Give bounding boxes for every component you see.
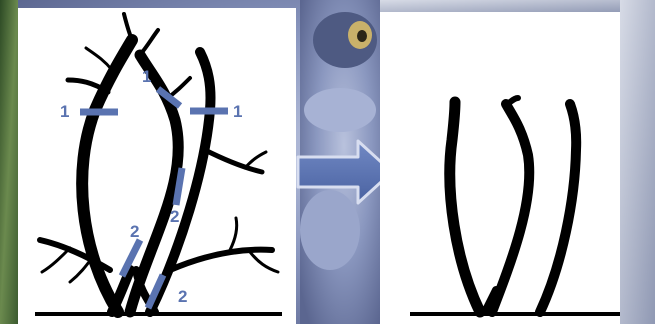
branch-right-mid bbox=[202, 147, 265, 175]
cut-mark-2c bbox=[144, 273, 167, 310]
before-panel-background bbox=[18, 8, 296, 324]
branch-right-twig bbox=[243, 150, 268, 170]
cut-labels: 1 1 1 2 2 2 bbox=[60, 67, 242, 306]
after-stem-left bbox=[444, 96, 486, 318]
cut-mark-2b bbox=[118, 238, 144, 278]
cut-label-1a: 1 bbox=[60, 102, 69, 121]
cut-mark-2a bbox=[172, 167, 186, 206]
cut-label-1b: 1 bbox=[142, 67, 151, 86]
after-panel bbox=[380, 12, 620, 324]
arrow-right-icon bbox=[296, 139, 394, 205]
branch-lower-right-twig2 bbox=[248, 250, 280, 274]
after-stem-middle bbox=[487, 99, 535, 317]
branch-lower-left-twig2 bbox=[68, 256, 94, 284]
branch-lower-right bbox=[167, 246, 275, 273]
branch-upper-left bbox=[65, 77, 111, 95]
cut-label-2b: 2 bbox=[130, 222, 139, 241]
stem-base-right bbox=[132, 266, 159, 316]
branch-lower-left-twig bbox=[40, 246, 72, 274]
cut-label-2a: 2 bbox=[170, 207, 179, 226]
branch-lower-left bbox=[37, 237, 113, 273]
cut-marks bbox=[80, 86, 228, 310]
stem-base-left bbox=[107, 265, 135, 317]
cut-label-1c: 1 bbox=[233, 102, 242, 121]
branch-twig-left bbox=[84, 46, 114, 72]
cut-mark-1b bbox=[155, 86, 183, 109]
before-tree bbox=[37, 12, 280, 318]
branch-top bbox=[122, 12, 134, 42]
after-stem-base bbox=[481, 286, 500, 316]
stem-right bbox=[145, 47, 216, 317]
stem-middle bbox=[124, 49, 184, 318]
before-panel: 1 1 1 2 2 2 bbox=[18, 8, 296, 324]
branch-twig-mid bbox=[138, 28, 160, 57]
after-tree bbox=[444, 95, 582, 318]
after-stem-middle-tip bbox=[505, 95, 521, 107]
cut-label-2c: 2 bbox=[178, 287, 187, 306]
after-stem-right bbox=[535, 99, 582, 317]
branch-lower-right-twig bbox=[228, 216, 239, 252]
